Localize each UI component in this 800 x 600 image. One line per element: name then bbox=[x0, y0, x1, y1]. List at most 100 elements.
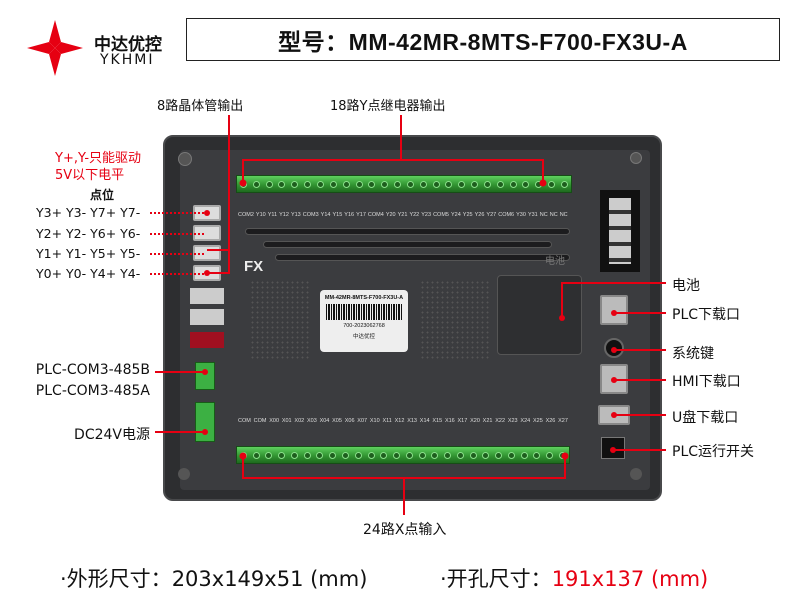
terminal-screw bbox=[329, 451, 337, 459]
terminal-screw bbox=[431, 451, 439, 459]
terminal-screw bbox=[265, 451, 273, 459]
terminal-screw bbox=[265, 180, 273, 188]
pin-label: NC bbox=[549, 212, 558, 218]
pin-label: COM3 bbox=[302, 212, 319, 218]
terminal-screw bbox=[533, 451, 541, 459]
outer-dimensions: ·外形尺寸：203x149x51 (mm) bbox=[60, 563, 367, 593]
battery-cover[interactable] bbox=[497, 275, 582, 355]
transistor-connector bbox=[193, 265, 221, 281]
cutout-dimensions-value: 191x137 (mm) bbox=[551, 567, 709, 591]
relay-output-label: 18路Y点继电器输出 bbox=[330, 99, 446, 114]
terminal-screw bbox=[483, 180, 491, 188]
outer-dimensions-value: 203x149x51 (mm) bbox=[171, 567, 368, 591]
terminal-screw bbox=[406, 180, 414, 188]
terminal-screw bbox=[380, 451, 388, 459]
terminal-screw bbox=[368, 180, 376, 188]
terminal-screw bbox=[445, 180, 453, 188]
pin-label: Y11 bbox=[267, 212, 278, 218]
brand-name-cn: 中达优控 bbox=[94, 35, 162, 55]
pin-label: X14 bbox=[419, 418, 430, 424]
pin-label: X13 bbox=[407, 418, 417, 424]
logo-icon bbox=[27, 20, 83, 76]
terminal-screw bbox=[239, 180, 247, 188]
terminal-screw bbox=[342, 180, 350, 188]
pin-label: Y16 bbox=[344, 212, 355, 218]
pin-label: X02 bbox=[294, 418, 305, 424]
terminal-screw bbox=[239, 451, 247, 459]
terminal-screw bbox=[471, 180, 479, 188]
terminal-screw bbox=[278, 451, 286, 459]
power-label: DC24V电源 bbox=[74, 427, 150, 443]
pin-label: X24 bbox=[520, 418, 531, 424]
terminal-screw bbox=[405, 451, 413, 459]
bottom-terminal-block bbox=[236, 446, 570, 464]
pin-label: Y26 bbox=[474, 212, 485, 218]
usb-host-port[interactable] bbox=[598, 405, 630, 425]
pin-label: Y15 bbox=[332, 212, 343, 218]
pin-label: X16 bbox=[444, 418, 455, 424]
barcode bbox=[326, 304, 402, 320]
terminal-screw bbox=[432, 180, 440, 188]
plc-usb-port[interactable] bbox=[600, 295, 628, 325]
terminal-screw bbox=[316, 180, 324, 188]
pin-label: COM5 bbox=[433, 212, 449, 218]
pin-label: X12 bbox=[394, 418, 405, 424]
outer-dimensions-label: ·外形尺寸： bbox=[60, 567, 172, 591]
power-terminal[interactable] bbox=[195, 402, 215, 442]
terminal-screw bbox=[290, 451, 298, 459]
terminal-screw bbox=[252, 180, 260, 188]
terminal-screw bbox=[419, 180, 427, 188]
transistor-connector bbox=[193, 225, 221, 241]
pin-label: COM2 bbox=[238, 212, 254, 218]
pin-label: X03 bbox=[306, 418, 317, 424]
pin-label: X25 bbox=[532, 418, 543, 424]
terminal-screw bbox=[444, 451, 452, 459]
screw-icon bbox=[178, 152, 192, 166]
terminal-screw bbox=[456, 451, 464, 459]
power-screw-terminal bbox=[600, 190, 640, 272]
pin-label: X05 bbox=[332, 418, 342, 424]
ethernet-ports bbox=[190, 288, 224, 326]
points-row: Y2+ Y2- Y6+ Y6- bbox=[36, 226, 141, 241]
pin-label: Y17 bbox=[356, 212, 366, 218]
terminal-screw bbox=[304, 180, 312, 188]
pin-label: Y30 bbox=[516, 212, 526, 218]
pin-label: NC bbox=[559, 212, 568, 218]
pin-label: Y25 bbox=[462, 212, 473, 218]
speaker-grille bbox=[250, 280, 310, 360]
system-key-button[interactable] bbox=[604, 338, 624, 358]
com-b-label: PLC-COM3-485B bbox=[35, 362, 150, 378]
points-row: Y1+ Y1- Y5+ Y5- bbox=[36, 246, 141, 261]
brand-logo bbox=[25, 18, 85, 78]
pin-label: Y23 bbox=[421, 212, 432, 218]
pin-label: X15 bbox=[432, 418, 443, 424]
sticker-brand: 中达优控 bbox=[352, 334, 375, 340]
screw-icon bbox=[630, 152, 642, 164]
terminal-screw bbox=[507, 451, 515, 459]
com-a-label: PLC-COM3-485A bbox=[35, 383, 150, 399]
pin-label: Y27 bbox=[486, 212, 497, 218]
terminal-screw bbox=[509, 180, 517, 188]
pin-label: X11 bbox=[382, 418, 392, 424]
terminal-screw bbox=[520, 451, 528, 459]
battery-label: 电池 bbox=[672, 278, 700, 294]
pin-label: COM bbox=[253, 418, 267, 424]
terminal-screw bbox=[394, 180, 402, 188]
hmi-usb-port[interactable] bbox=[600, 364, 628, 394]
speaker-grille bbox=[420, 280, 490, 360]
plc-port-label: PLC下载口 bbox=[672, 307, 741, 323]
red-connector bbox=[190, 332, 224, 348]
terminal-screw bbox=[458, 180, 466, 188]
pin-label: Y10 bbox=[255, 212, 266, 218]
top-terminal-block bbox=[236, 175, 572, 193]
terminal-screw bbox=[278, 180, 286, 188]
x-input-label: 24路X点输入 bbox=[363, 522, 447, 538]
vent-slots bbox=[245, 226, 570, 261]
pin-label: X06 bbox=[344, 418, 355, 424]
rs485-terminal[interactable] bbox=[195, 362, 215, 390]
run-switch[interactable] bbox=[601, 437, 625, 459]
brand-name-en: YKHMI bbox=[100, 52, 155, 68]
sticker-serial: 700-2023062768 bbox=[343, 323, 385, 329]
